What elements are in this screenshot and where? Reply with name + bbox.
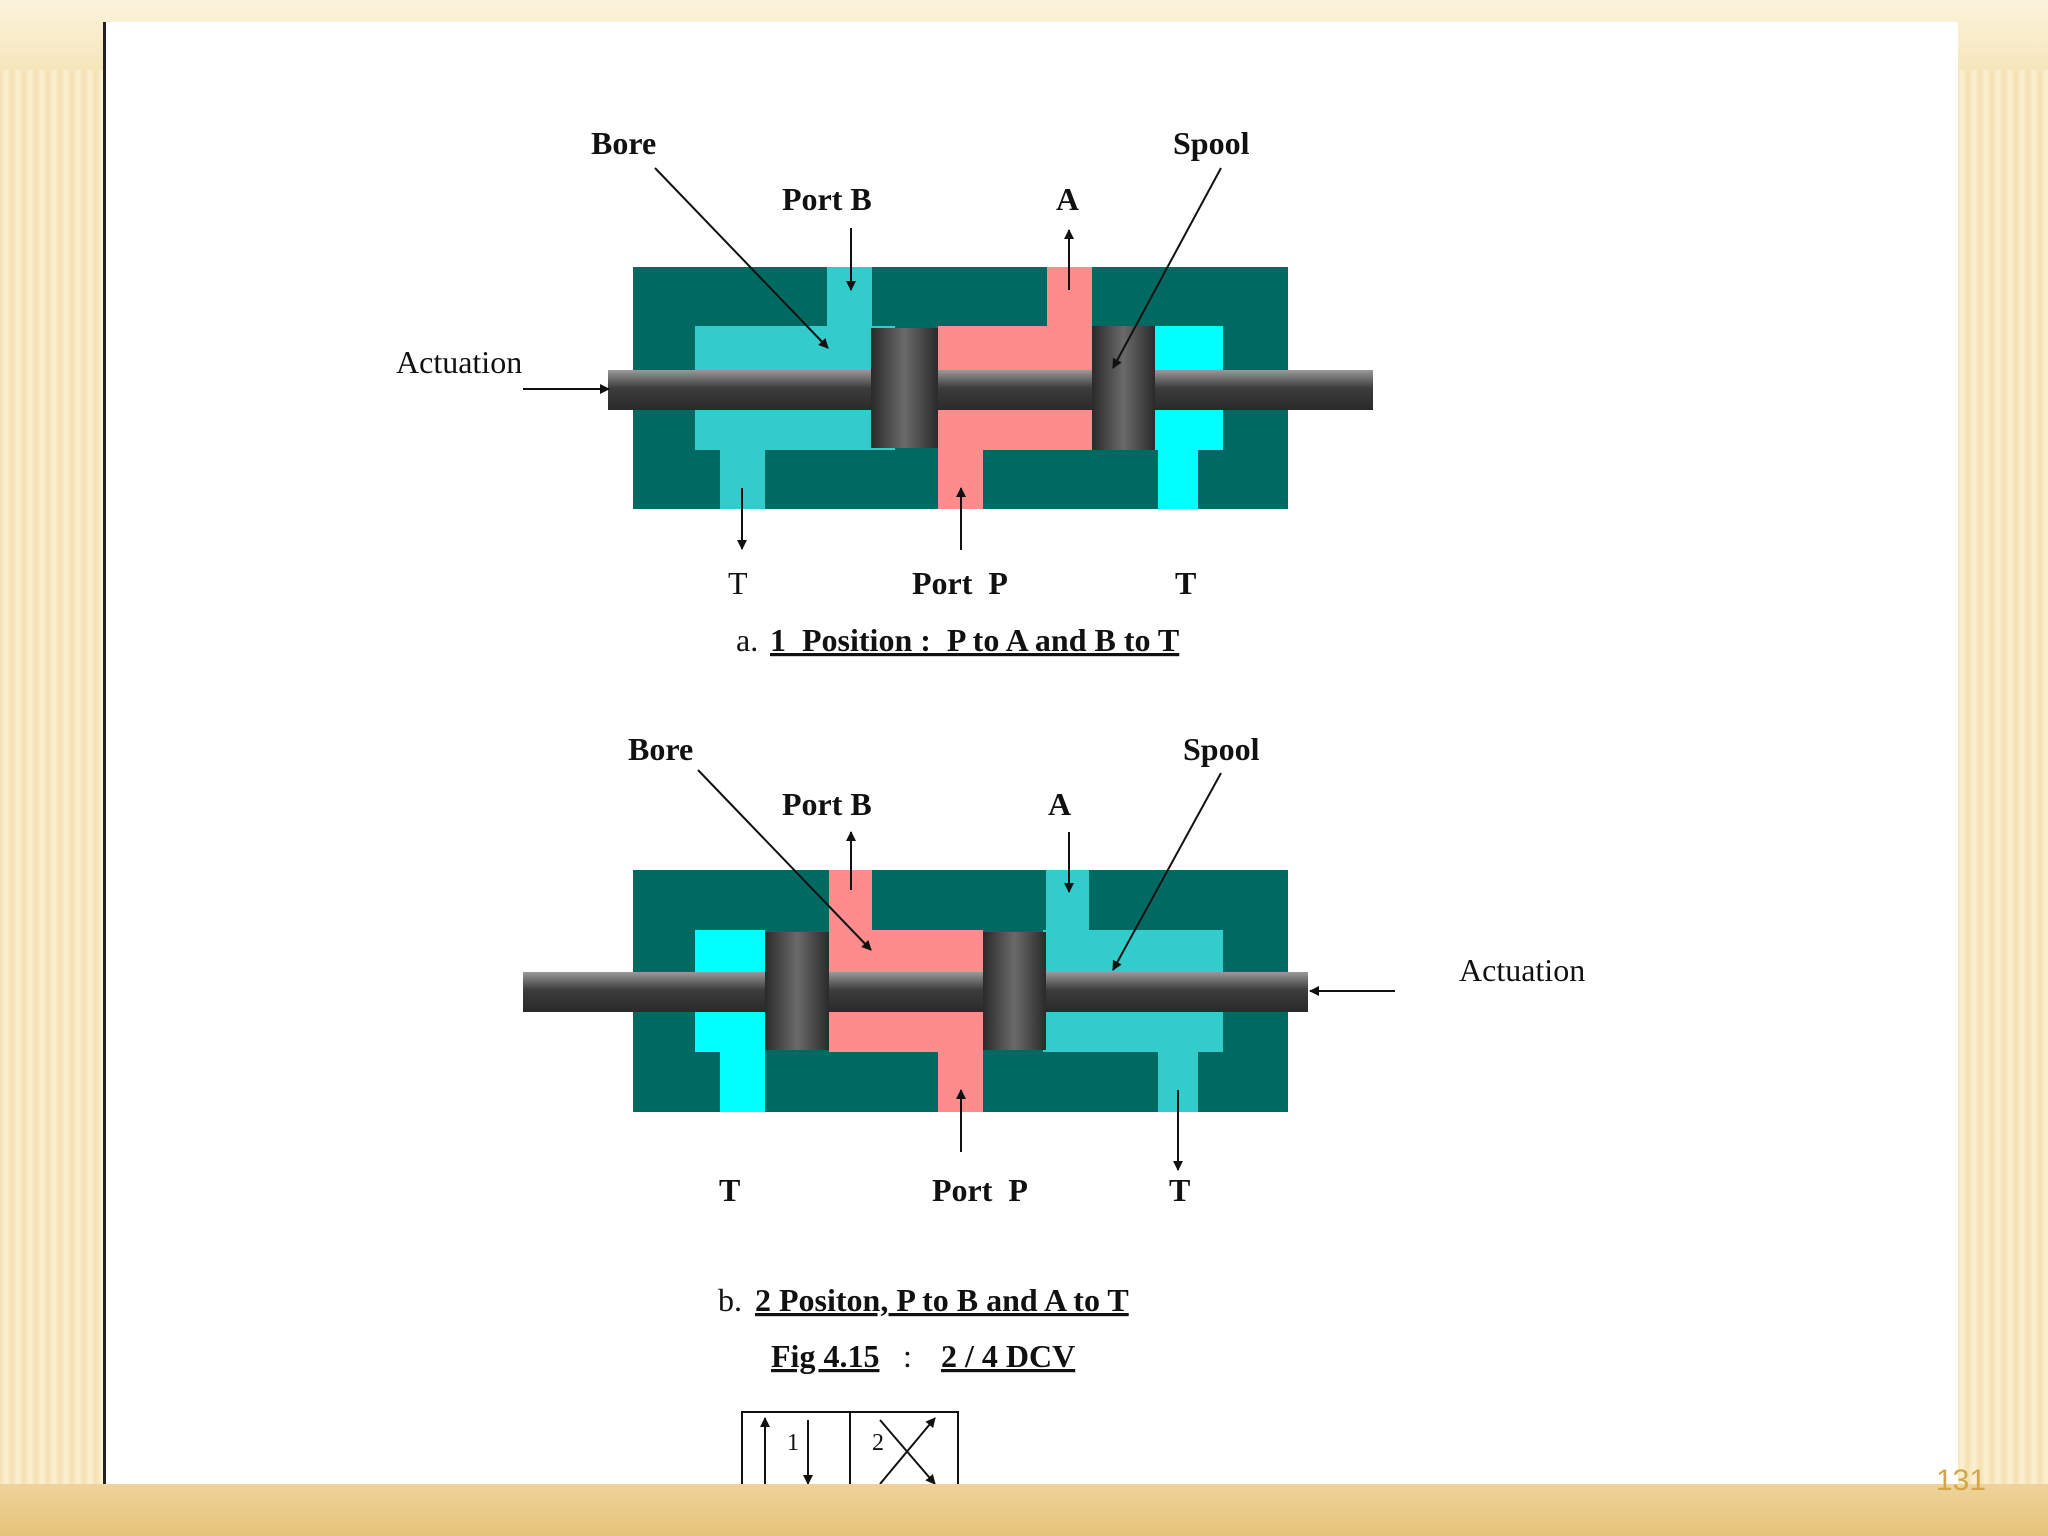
t-left-channel-b — [720, 1040, 765, 1112]
t-left-label-a: T — [728, 565, 748, 601]
caption-a: 1 Position : P to A and B to T — [770, 622, 1179, 658]
t-right-channel-a — [1158, 440, 1198, 509]
symbol-box-1-label: 1 — [787, 1430, 799, 1456]
figure-separator: : — [903, 1338, 912, 1374]
caption-prefix-b: b. — [718, 1282, 742, 1318]
spool-rod-a — [608, 370, 1373, 410]
dcv-diagram-svg: Bore Spool Port B A Actuation T Port P T… — [396, 125, 1585, 1484]
t-right-label-b: T — [1169, 1172, 1190, 1208]
figure-label: Fig 4.15 — [771, 1338, 879, 1374]
port-b-channel-a — [827, 267, 872, 337]
bore-label-b: Bore — [628, 731, 693, 767]
symbol-box-2-label: 2 — [872, 1430, 884, 1456]
symbol-arrow-cross-2 — [879, 1419, 936, 1484]
spool-land-2-a — [1092, 326, 1155, 450]
actuation-label-b: Actuation — [1459, 952, 1585, 988]
slide-number: 131 — [1936, 1464, 1987, 1497]
port-a-label-b: A — [1048, 786, 1071, 822]
spool-label-a: Spool — [1173, 125, 1250, 161]
port-a-channel-b — [1046, 870, 1089, 940]
figure-caption: Fig 4.15 : 2 / 4 DCV — [771, 1338, 1075, 1374]
spool-rod-b — [523, 972, 1308, 1012]
background-bottom-band — [0, 1484, 2048, 1536]
spool-pointer-a — [1112, 167, 1222, 369]
bore-pointer-a — [654, 167, 829, 349]
symbol-box-2 — [849, 1411, 959, 1484]
figure-title: 2 / 4 DCV — [941, 1338, 1075, 1374]
slide-content: Bore Spool Port B A Actuation T Port P T… — [103, 22, 1958, 1484]
caption-b: 2 Positon, P to B and A to T — [755, 1282, 1129, 1318]
spool-label-b: Spool — [1183, 731, 1260, 767]
port-p-label-b: Port P — [932, 1172, 1028, 1208]
actuation-label-a: Actuation — [396, 344, 522, 380]
t-left-label-b: T — [719, 1172, 740, 1208]
dcv-symbol: 1 2 — [741, 1411, 959, 1484]
spool-land-2-b — [983, 932, 1046, 1050]
bore-label-a: Bore — [591, 125, 656, 161]
t-right-label-a: T — [1175, 565, 1196, 601]
port-a-label-a: A — [1056, 181, 1079, 217]
bore-pointer-b — [697, 769, 872, 951]
port-b-label-b: Port B — [782, 786, 872, 822]
valve-position-1: Bore Spool Port B A Actuation T Port P T… — [396, 125, 1373, 658]
spool-land-1-b — [765, 932, 829, 1050]
port-p-label-a: Port P — [912, 565, 1008, 601]
valve-position-2: Bore Spool Port B A Actuation T Port P T… — [523, 731, 1585, 1318]
spool-land-1-a — [871, 328, 938, 448]
port-b-label-a: Port B — [782, 181, 872, 217]
spool-pointer-b — [1112, 772, 1222, 971]
caption-prefix-a: a. — [736, 622, 758, 658]
